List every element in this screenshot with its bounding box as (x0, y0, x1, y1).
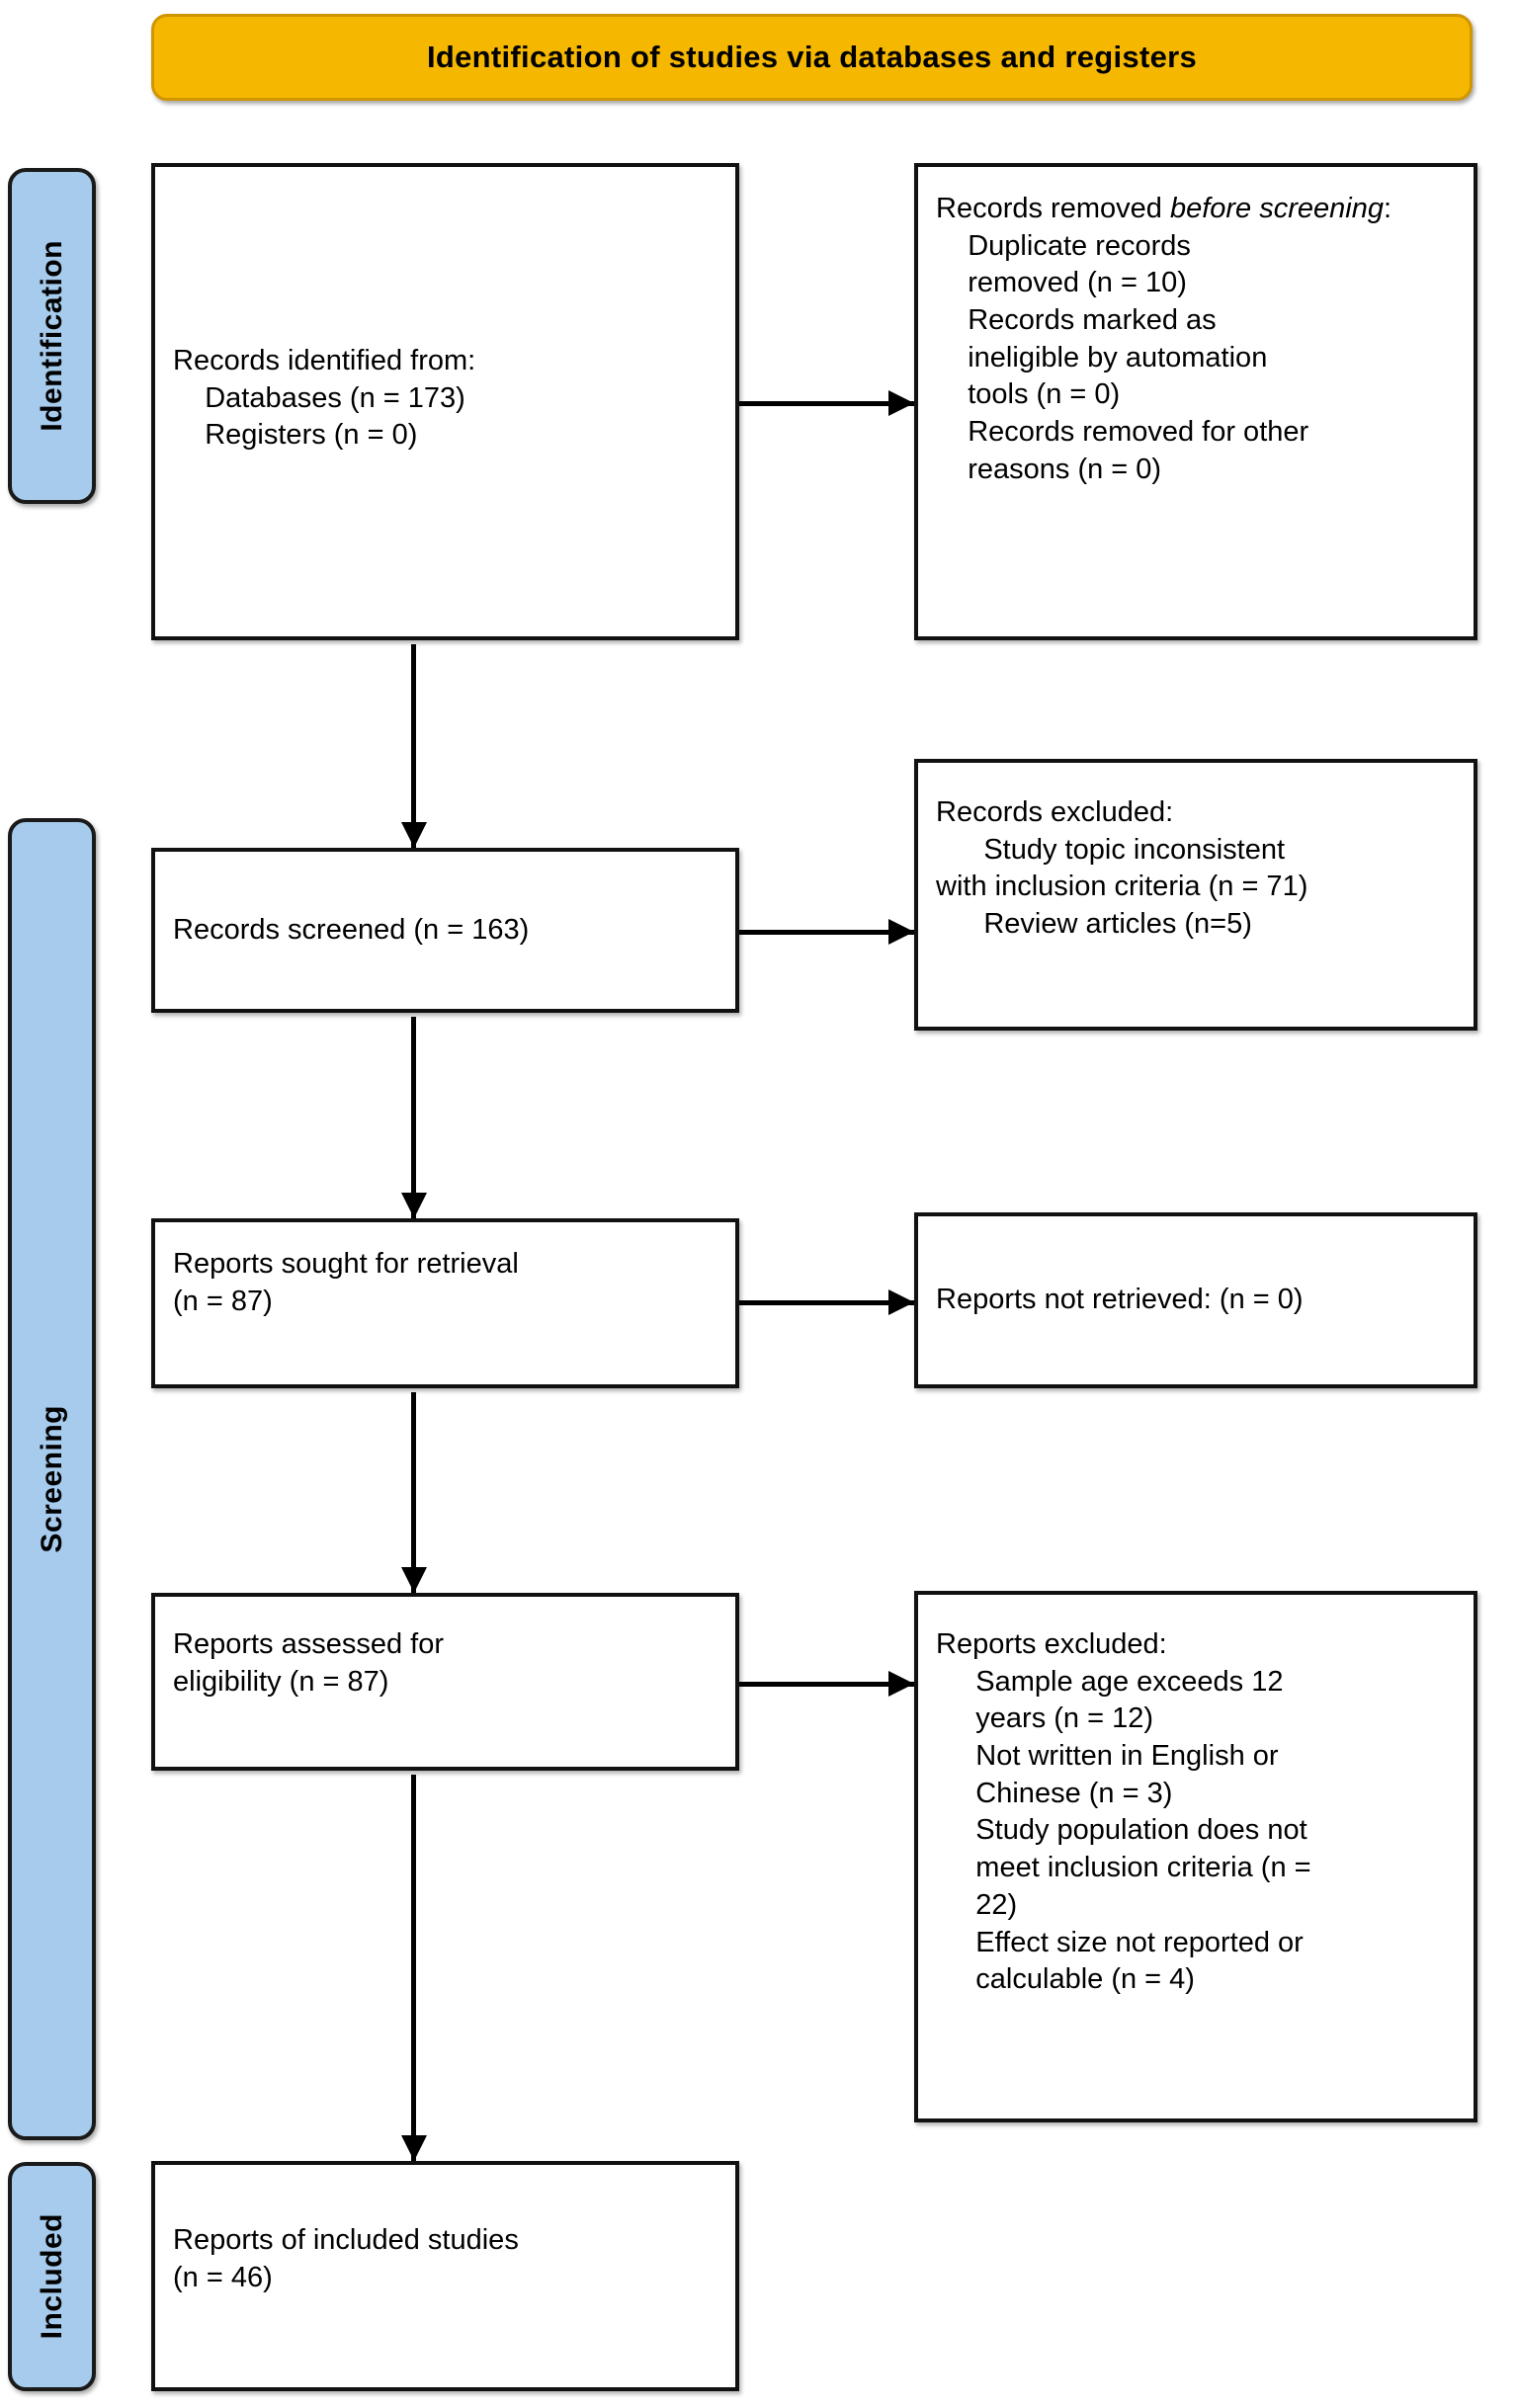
box-reports-not-retrieved-text: Reports not retrieved: (n = 0) (936, 1284, 1304, 1316)
box-records-identified-text: Records identified from: Databases (n = … (173, 344, 476, 452)
stage-label-screening: Screening (35, 1405, 68, 1553)
box-reports-of-included-studies: Reports of included studies (n = 46) (151, 2161, 739, 2391)
arrow-shaft (411, 1017, 416, 1218)
arrow-head-down-icon (401, 1567, 427, 1593)
removed-before-rest: : Duplicate records removed (n = 10) Rec… (968, 193, 1392, 485)
arrow-head-right-icon (888, 1671, 914, 1697)
arrow-shaft (411, 1775, 416, 2161)
arrow-head-right-icon (888, 390, 914, 416)
arrow-shaft (411, 644, 416, 848)
header-banner: Identification of studies via databases … (151, 14, 1473, 101)
box-reports-sought-for-retrieval: Reports sought for retrieval (n = 87) (151, 1218, 739, 1388)
arrow-shaft (739, 930, 914, 935)
box-reports-of-included-studies-text: Reports of included studies (n = 46) (173, 2224, 519, 2293)
stage-label-identification: Identification (35, 240, 68, 432)
arrow-head-right-icon (888, 1289, 914, 1315)
box-records-removed-before-screening: Records removed before screening: Duplic… (914, 163, 1477, 640)
box-records-excluded-text: Records excluded: Study topic inconsiste… (936, 796, 1308, 941)
box-records-identified: Records identified from: Databases (n = … (151, 163, 739, 640)
arrow-head-down-icon (401, 2135, 427, 2161)
arrow-head-down-icon (401, 1193, 427, 1218)
header-title: Identification of studies via databases … (426, 40, 1198, 74)
box-reports-excluded-text: Reports excluded: Sample age exceeds 12 … (936, 1628, 1311, 1996)
box-reports-excluded: Reports excluded: Sample age exceeds 12 … (914, 1591, 1477, 2122)
stage-bar-included: Included (8, 2162, 96, 2391)
box-records-screened-text: Records screened (n = 163) (173, 913, 530, 946)
box-records-removed-before-screening-text: Records removed before screening: Duplic… (936, 177, 1460, 489)
box-records-screened: Records screened (n = 163) (151, 848, 739, 1013)
arrow-head-right-icon (888, 919, 914, 945)
arrow-shaft (739, 1682, 914, 1687)
box-reports-not-retrieved: Reports not retrieved: (n = 0) (914, 1212, 1477, 1388)
box-records-excluded: Records excluded: Study topic inconsiste… (914, 759, 1477, 1031)
arrow-shaft (739, 1300, 914, 1305)
stage-label-included: Included (35, 2213, 68, 2340)
stage-bar-identification: Identification (8, 168, 96, 504)
stage-bar-screening: Screening (8, 818, 96, 2140)
arrow-shaft (411, 1392, 416, 1593)
box-reports-sought-for-retrieval-text: Reports sought for retrieval (n = 87) (173, 1248, 519, 1317)
box-reports-assessed-for-eligibility-text: Reports assessed for eligibility (n = 87… (173, 1628, 445, 1698)
box-reports-assessed-for-eligibility: Reports assessed for eligibility (n = 87… (151, 1593, 739, 1771)
arrow-shaft (739, 401, 914, 406)
removed-before-lead: Records removed (936, 193, 1170, 224)
removed-before-italic: before screening (1169, 193, 1384, 224)
arrow-head-down-icon (401, 822, 427, 848)
